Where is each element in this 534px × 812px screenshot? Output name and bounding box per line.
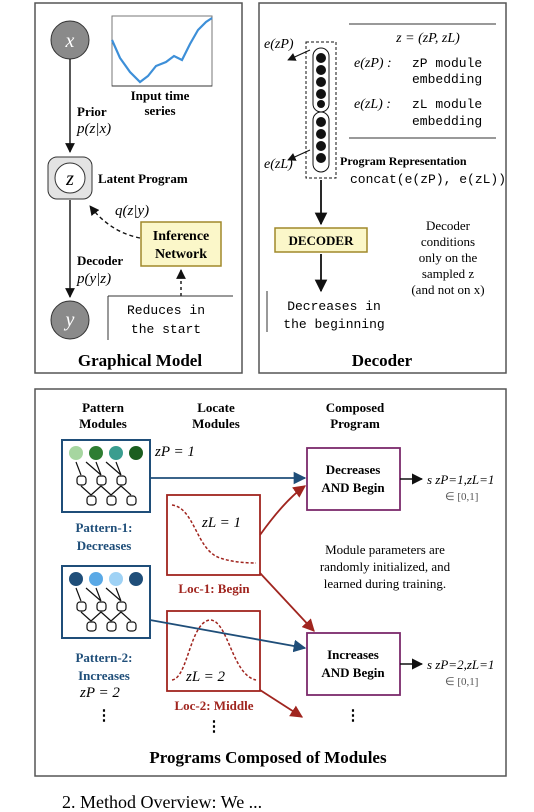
col-locate-1: Locate: [197, 400, 235, 415]
input-caption-1: Input time: [131, 88, 190, 103]
pattern-1-name: Pattern-1:: [75, 520, 132, 535]
ezl-def-a: e(zL) :: [354, 97, 391, 112]
graphical-model-panel: [34, 2, 243, 374]
input-series-plot: [111, 15, 213, 87]
node-y: [50, 300, 90, 340]
pattern-1-network: [75, 461, 137, 506]
inference-network-box: [140, 221, 222, 267]
node-z: [54, 162, 86, 194]
loc2-arrow: [259, 689, 304, 718]
composed-program-2: [306, 632, 401, 696]
decoder-label: Decoder: [77, 253, 123, 268]
loc1-curve: [171, 504, 257, 564]
z-definition: z = (zP, zL): [395, 31, 460, 46]
col-composed-2: Program: [330, 416, 380, 431]
loc2-label: Loc-2: Middle: [174, 698, 253, 713]
score-2: s zP=2,zL=1: [427, 657, 494, 672]
decoder-note-5: (and not on x): [411, 282, 484, 297]
module-note-2: randomly initialized, and: [320, 559, 451, 574]
decoder-expr: p(y|z): [76, 271, 111, 287]
ezp-def-a: e(zP) :: [354, 56, 392, 71]
loc1-to-program1-arrow: [259, 485, 307, 536]
pattern-2-input-nodes: [69, 572, 143, 586]
col-pattern-2: Modules: [79, 416, 127, 431]
decoder-panel: [258, 2, 507, 374]
program-representation-label: Program Representation: [340, 154, 467, 168]
text-y-line-1: Reduces in: [127, 303, 205, 318]
pattern-2-desc: Increases: [78, 668, 130, 683]
ezp-def-b: zP module: [412, 56, 482, 71]
ezl-def-c: embedding: [412, 114, 482, 129]
programs-panel: [34, 388, 507, 777]
col-pattern-1: Pattern: [82, 400, 125, 415]
programs-title: Programs Composed of Modules: [149, 748, 387, 767]
decoder-box-label: DECODER: [288, 233, 354, 248]
decoded-text-2: the beginning: [283, 317, 384, 332]
prior-label: Prior: [77, 104, 107, 119]
concat-expr: concat(e(zP), e(zL)): [350, 172, 506, 187]
decoder-title: Decoder: [352, 351, 413, 370]
decoder-note-4: sampled z: [422, 266, 475, 281]
q-expr: q(z|y): [115, 203, 149, 219]
prog1-line-1: Decreases: [326, 462, 381, 477]
pattern-1-desc: Decreases: [77, 538, 132, 553]
figure-caption: 2. Method Overview: We ...: [62, 792, 262, 812]
score-2-range: ∈ [0,1]: [445, 676, 478, 688]
prior-expr: p(z|x): [76, 121, 111, 137]
locate-ellipsis: ⋮: [207, 719, 222, 735]
loc1-label: Loc-1: Begin: [178, 581, 250, 596]
zp1-label: zP = 1: [154, 444, 195, 460]
module-note-1: Module parameters are: [325, 542, 445, 557]
locate-module-2: [166, 610, 261, 692]
embedding-cells: [316, 53, 326, 163]
pattern-1-input-nodes: [69, 446, 143, 460]
node-x-label: x: [65, 30, 75, 52]
zl1-label: zL = 1: [201, 515, 241, 531]
score-1: s zP=1,zL=1: [427, 472, 494, 487]
ezl-def-b: zL module: [412, 97, 482, 112]
embedding-dashed-box: [305, 41, 337, 179]
pattern2-to-program2-arrow: [149, 619, 307, 653]
decoder-note-3: only on the: [419, 250, 478, 265]
composed-program-1: [306, 447, 401, 511]
text-y-line-2: the start: [131, 322, 201, 337]
program-ellipsis: ⋮: [346, 708, 361, 724]
prog2-line-2: AND Begin: [321, 665, 385, 680]
prog2-line-1: Increases: [327, 647, 379, 662]
pattern-ellipsis: ⋮: [97, 708, 112, 724]
ezp-label: e(zP): [264, 37, 294, 52]
zp2-label: zP = 2: [79, 685, 120, 701]
latent-program-label: Latent Program: [98, 171, 188, 186]
decoder-box: [274, 227, 368, 253]
graphical-model-title: Graphical Model: [78, 351, 202, 370]
col-composed-1: Composed: [326, 400, 385, 415]
module-note-3: learned during training.: [324, 576, 446, 591]
col-locate-2: Modules: [192, 416, 240, 431]
ezp-def-c: embedding: [412, 72, 482, 87]
node-y-label: y: [64, 309, 75, 331]
loc1-to-program2-arrow: [259, 572, 315, 632]
inference-label-1: Inference: [153, 229, 210, 244]
zl2-label: zL = 2: [185, 669, 226, 685]
decoder-note-2: conditions: [421, 234, 475, 249]
ezl-label: e(zL): [264, 157, 293, 172]
pattern-2-network: [75, 587, 137, 632]
score-1-range: ∈ [0,1]: [445, 491, 478, 503]
input-series-line: [110, 17, 213, 84]
decoded-text-1: Decreases in: [287, 299, 381, 314]
inference-label-2: Network: [155, 247, 207, 262]
input-caption-2: series: [144, 103, 175, 118]
node-z-label: z: [65, 168, 74, 190]
pattern-2-name: Pattern-2:: [75, 650, 132, 665]
inference-arrow: [89, 205, 141, 239]
prog1-line-2: AND Begin: [321, 480, 385, 495]
decoder-note-1: Decoder: [426, 218, 471, 233]
